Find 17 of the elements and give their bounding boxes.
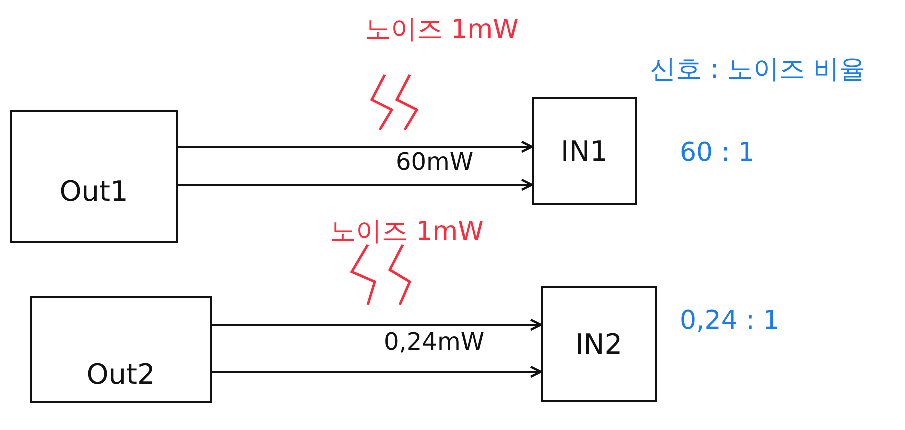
annotation-text: 60 : 1 [680, 138, 755, 168]
annotation-text: 신호 : 노이즈 비율 [650, 54, 866, 87]
box [541, 286, 657, 402]
node-label: IN2 [575, 328, 623, 360]
annotation-text: 노이즈 1mW [330, 216, 484, 249]
box [532, 97, 637, 205]
node-label: IN1 [560, 134, 608, 168]
node-label: Out1 [60, 175, 128, 208]
arrow [212, 366, 542, 378]
annotation-text: 노이즈 1mW [365, 14, 519, 47]
box [10, 110, 178, 243]
arrow [178, 140, 534, 154]
annotation-text: 0,24 : 1 [680, 306, 780, 336]
node-label: Out2 [86, 358, 156, 391]
box [30, 296, 212, 403]
arrow [178, 178, 534, 192]
arrow [212, 318, 542, 332]
